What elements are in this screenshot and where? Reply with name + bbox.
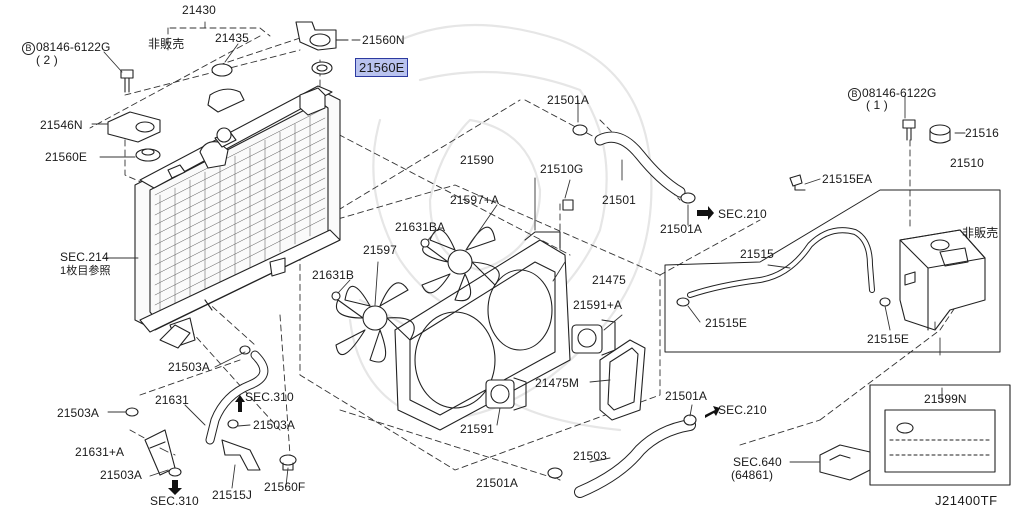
part-label-21501a-top: 21501A bbox=[547, 93, 589, 107]
part-label-21475m: 21475M bbox=[535, 376, 579, 390]
part-label-21515ea: 21515EA bbox=[822, 172, 873, 186]
part-label-21501: 21501 bbox=[602, 193, 636, 207]
part-label-21597a: 21597+A bbox=[450, 193, 500, 207]
bolt-qty-left: ( 2 ) bbox=[36, 53, 58, 67]
shroud-side-panel-icon bbox=[599, 339, 646, 421]
mount-bushing-21560e-icon bbox=[135, 148, 161, 162]
section-label-sec310-bottom: SEC.310 bbox=[150, 494, 199, 508]
bolt-code-right: 08146-6122G bbox=[862, 86, 937, 100]
reservoir-tank-icon bbox=[899, 229, 986, 331]
fan-shroud-icon bbox=[394, 231, 571, 431]
bolt-right-icon bbox=[902, 119, 916, 141]
part-label-21546n: 21546N bbox=[40, 118, 83, 132]
part-label-21503a-4: 21503A bbox=[100, 468, 142, 482]
part-label-21591a: 21591+A bbox=[573, 298, 623, 312]
bolt-code-left: 08146-6122G bbox=[36, 40, 111, 54]
part-label-21503a-2: 21503A bbox=[57, 406, 99, 420]
lower-hoses-radiator-pipe-icon bbox=[159, 299, 213, 349]
radiator-core bbox=[134, 85, 341, 347]
section-label-sec214: SEC.214 bbox=[60, 250, 109, 264]
overflow-hose-21631-icon bbox=[205, 345, 269, 445]
caution-label-box bbox=[869, 384, 1011, 486]
section-note-sec214: 1枚目参照 bbox=[60, 265, 111, 277]
drain-hose-bracket-icon bbox=[125, 407, 182, 477]
part-label-21599n: 21599N bbox=[924, 392, 967, 406]
reservoir-panel bbox=[664, 189, 1001, 353]
part-label-21631b: 21631B bbox=[312, 268, 354, 282]
part-label-21516: 21516 bbox=[965, 126, 999, 140]
fan-blade-right-icon bbox=[421, 226, 500, 302]
bolt-left-icon bbox=[120, 69, 134, 93]
not-for-sale-label-cap: 非販売 bbox=[148, 37, 185, 51]
part-label-21515: 21515 bbox=[740, 247, 774, 261]
part-label-21560e-highlighted[interactable]: 21560E bbox=[355, 58, 409, 77]
part-label-21590: 21590 bbox=[460, 153, 494, 167]
part-label-21560n: 21560N bbox=[362, 33, 405, 47]
reservoir-cap-icon bbox=[929, 124, 951, 251]
section-label-sec640: SEC.640 bbox=[733, 455, 782, 469]
upper-hose-icon bbox=[572, 124, 696, 204]
not-for-sale-label-reservoir: 非販売 bbox=[962, 226, 999, 240]
part-label-21560e: 21560E bbox=[45, 150, 87, 164]
solid-leader-lines bbox=[91, 21, 966, 489]
upper-mount-bracket-icon bbox=[295, 21, 349, 75]
part-label-21510: 21510 bbox=[950, 156, 984, 170]
part-label-21430: 21430 bbox=[182, 3, 216, 17]
mount-bracket-21546n-icon bbox=[107, 111, 161, 143]
part-label-21503: 21503 bbox=[573, 449, 607, 463]
sec640-bracket-icon bbox=[819, 444, 871, 481]
part-label-21501a-mid: 21501A bbox=[660, 222, 702, 236]
section-ref-64861: (64861) bbox=[731, 468, 774, 482]
part-label-21631: 21631 bbox=[155, 393, 189, 407]
part-label-21501a-right: 21501A bbox=[665, 389, 707, 403]
part-label-21515j: 21515J bbox=[212, 488, 252, 502]
part-label-21560f: 21560F bbox=[264, 480, 306, 494]
part-label-21503a-1: 21503A bbox=[168, 360, 210, 374]
fan-bolts-icon bbox=[331, 199, 574, 301]
section-label-sec310-mid: SEC.310 bbox=[245, 390, 294, 404]
fan-motor-21591-icon bbox=[485, 377, 527, 411]
radiator-cap-icon bbox=[207, 63, 245, 113]
part-label-21591: 21591 bbox=[460, 422, 494, 436]
bolt-qty-right: ( 1 ) bbox=[866, 98, 888, 112]
fan-motor-21591a-icon bbox=[571, 319, 616, 356]
bolt-circle-marker-right: B bbox=[848, 88, 861, 101]
section-label-sec210-bottom: SEC.210 bbox=[718, 403, 767, 417]
direction-arrows bbox=[168, 206, 720, 495]
part-label-21435: 21435 bbox=[215, 31, 249, 45]
part-label-21501a-bottom: 21501A bbox=[476, 476, 518, 490]
part-label-21475: 21475 bbox=[592, 273, 626, 287]
part-label-21515e-left: 21515E bbox=[705, 316, 747, 330]
bolt-circle-marker: B bbox=[22, 42, 35, 55]
fan-blade-left-icon bbox=[335, 282, 415, 363]
diagram-id: J21400TF bbox=[935, 493, 998, 508]
hose-clip-21515j-icon bbox=[221, 419, 261, 471]
section-label-sec210-top: SEC.210 bbox=[718, 207, 767, 221]
reservoir-hose-21515-icon bbox=[676, 174, 891, 307]
part-label-21503a-3: 21503A bbox=[253, 418, 295, 432]
part-label-21515e-right: 21515E bbox=[867, 332, 909, 346]
part-label-21631a: 21631+A bbox=[75, 445, 125, 459]
part-label-21631ba: 21631BA bbox=[395, 220, 446, 234]
lower-hose-icon bbox=[547, 414, 697, 498]
part-label-21597: 21597 bbox=[363, 243, 397, 257]
part-label-21510g: 21510G bbox=[540, 162, 584, 176]
